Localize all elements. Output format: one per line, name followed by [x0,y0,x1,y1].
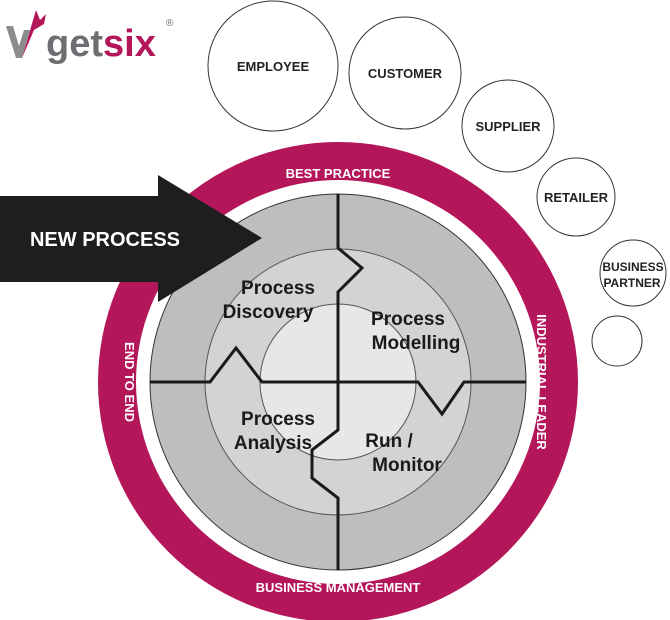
stakeholder-customer: CUSTOMER [348,16,462,130]
ring-label-bottom: BUSINESS MANAGEMENT [256,580,421,595]
stakeholder-label: PARTNER [603,276,660,290]
stakeholder-label: SUPPLIER [475,119,541,134]
logo-text-six: six [103,23,156,65]
stakeholder-label: BUSINESS [602,260,663,274]
quadrant-label: Process [371,309,445,330]
stakeholder-business-partner: BUSINESS PARTNER [599,239,667,307]
stakeholder-supplier: SUPPLIER [461,79,555,173]
stakeholder-retailer: RETAILER [536,157,616,237]
quadrant-label: Run / [365,431,413,452]
arrow-label: NEW PROCESS [30,229,180,251]
logo-arrow-head-icon [22,10,46,58]
quadrant-label: Analysis [234,433,312,454]
quadrant-run-monitor: Run / Monitor [365,431,442,476]
quadrant-dividers [150,194,526,570]
ring-label-right: INDUSTRIAL LEADER [534,314,549,450]
quadrant-process-modelling: Process Modelling [371,309,460,354]
stakeholder-label: RETAILER [544,190,609,205]
quadrant-label: Discovery [223,302,314,323]
stakeholder-circles: EMPLOYEE CUSTOMER SUPPLIER RETAILER BUSI… [207,0,667,367]
arrow-right-icon [0,175,262,302]
quadrant-label: Process [241,409,315,430]
stakeholder-empty [591,315,643,367]
new-process-arrow: NEW PROCESS [0,175,262,302]
stakeholder-label: EMPLOYEE [237,59,310,74]
stakeholder-employee: EMPLOYEE [207,0,339,132]
getsix-logo: getsix ® [6,10,174,65]
quadrant-labels: Process Discovery Process Modelling Proc… [223,278,461,476]
quadrant-label: Process [241,278,315,299]
ring-label-top: BEST PRACTICE [286,166,391,181]
logo-text-get: get [46,23,103,65]
quadrant-label: Modelling [372,333,461,354]
quadrant-process-discovery: Process Discovery [223,278,315,323]
quadrant-label: Monitor [372,455,442,476]
quadrant-process-analysis: Process Analysis [234,409,315,454]
stakeholder-label: CUSTOMER [368,66,443,81]
logo-arrow-icon [6,26,30,58]
svg-text:getsix: getsix [46,23,156,65]
logo-registered-mark: ® [166,18,174,29]
ring-label-left: END TO END [122,342,137,422]
